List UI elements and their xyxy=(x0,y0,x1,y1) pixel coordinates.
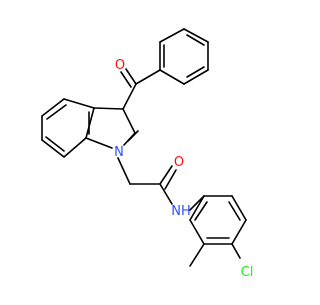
bond-37 xyxy=(189,219,205,245)
bond-24 xyxy=(46,104,67,120)
bond-25 xyxy=(45,136,65,152)
atom-label-n-indole: N xyxy=(114,145,124,160)
bond-13 xyxy=(93,107,124,110)
bond-42 xyxy=(189,243,205,267)
bond-16 xyxy=(127,130,139,142)
bond-19 xyxy=(63,98,95,109)
bond-14 xyxy=(122,108,136,134)
bond-4 xyxy=(159,69,185,85)
structure-canvas: O N O NH Cl xyxy=(41,28,254,280)
atom-label-o-amide: O xyxy=(174,155,184,170)
bond-31 xyxy=(159,183,173,205)
bond-43 xyxy=(231,243,241,259)
atom-label-group: O N O NH Cl xyxy=(114,58,253,280)
bond-23 xyxy=(63,137,87,158)
atom-label-o-benzoyl: O xyxy=(115,58,125,73)
bond-38 xyxy=(189,195,205,221)
atom-label-cl: Cl xyxy=(241,265,254,280)
bond-29 xyxy=(159,165,173,185)
bond-12 xyxy=(122,83,137,110)
bond-41 xyxy=(194,201,208,221)
bond-39 xyxy=(228,201,241,221)
bond-0 xyxy=(159,28,185,43)
bond-30 xyxy=(164,169,177,190)
bond-22 xyxy=(41,139,65,158)
bond-11 xyxy=(120,71,132,88)
bond-20 xyxy=(41,98,65,117)
bond-7 xyxy=(186,66,205,78)
bond-35 xyxy=(231,219,247,245)
bond-3 xyxy=(183,69,209,85)
bond-34 xyxy=(231,195,247,221)
bond-32 xyxy=(189,195,205,211)
bond-17 xyxy=(85,137,113,149)
bond-9 xyxy=(135,69,161,85)
molecule-structure: O N O NH Cl xyxy=(41,28,253,280)
bond-18 xyxy=(85,107,95,139)
atom-label-nh-amide: NH xyxy=(171,204,191,219)
bond-10 xyxy=(125,68,137,85)
bond-1 xyxy=(183,28,209,43)
bond-27 xyxy=(117,157,131,185)
bond-group xyxy=(41,28,247,267)
bond-6 xyxy=(186,34,205,46)
